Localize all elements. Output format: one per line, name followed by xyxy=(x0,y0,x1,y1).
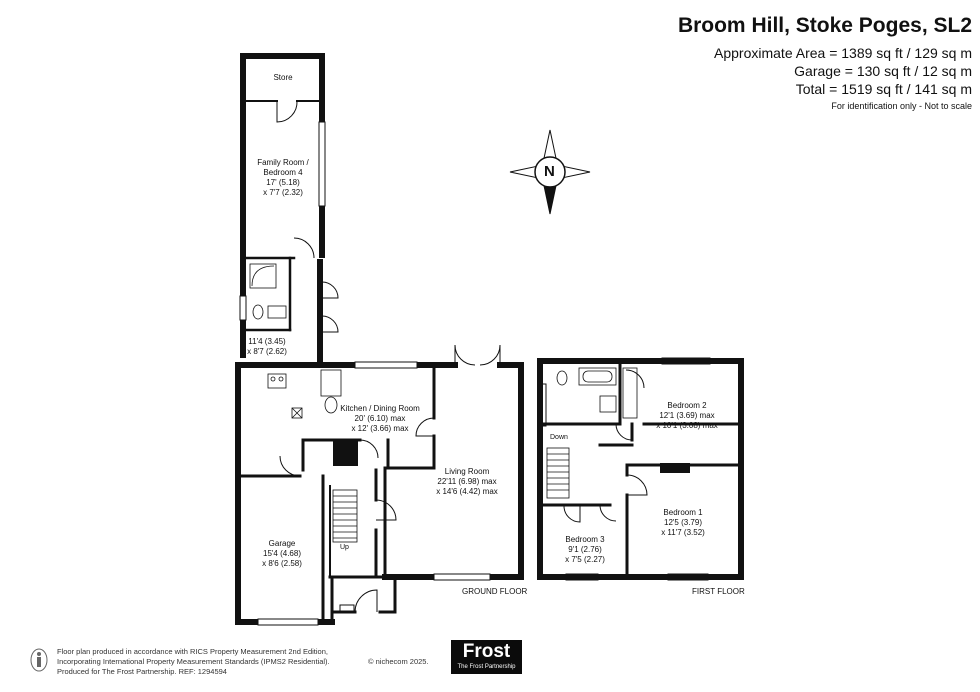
area-summary: Approximate Area = 1389 sq ft / 129 sq m… xyxy=(714,44,972,98)
doors xyxy=(276,100,501,613)
room-bedroom2: Bedroom 2 12'1 (3.69) max x 10'1 (3.08) … xyxy=(656,401,718,430)
page-title: Broom Hill, Stoke Poges, SL2 xyxy=(677,14,972,37)
windows xyxy=(239,121,711,626)
area-total: Total = 1519 sq ft / 141 sq m xyxy=(795,81,972,97)
area-garage: Garage = 130 sq ft / 12 sq m xyxy=(794,63,972,79)
compass-n-label: N xyxy=(544,163,555,180)
bathroom-fixtures xyxy=(249,263,287,320)
first-floor-label: FIRST FLOOR xyxy=(692,587,745,596)
stairs-down-label: Down xyxy=(550,434,568,441)
first-floor-walls xyxy=(537,358,744,580)
room-bedroom1: Bedroom 1 12'5 (3.79) x 11'7 (3.52) xyxy=(661,508,705,537)
first-bathroom-fixtures xyxy=(556,367,638,419)
frost-logo: Frost The Frost Partnership xyxy=(451,640,522,674)
person-scale-icon xyxy=(30,648,48,672)
room-garage: Garage 15'4 (4.68) x 8'6 (2.58) xyxy=(262,539,302,568)
footer-notes: Floor plan produced in accordance with R… xyxy=(57,647,330,676)
scale-note: For identification only - Not to scale xyxy=(831,101,972,111)
copyright: © nichecom 2025. xyxy=(368,657,429,666)
compass-icon xyxy=(509,129,591,215)
ground-stairs xyxy=(332,489,358,543)
area-approx: Approximate Area = 1389 sq ft / 129 sq m xyxy=(714,45,972,61)
room-kitchen: Kitchen / Dining Room 20' (6.10) max x 1… xyxy=(340,404,420,433)
stairs-up-label: Up xyxy=(340,544,349,551)
first-floor-doors xyxy=(563,369,648,523)
room-store: Store xyxy=(273,73,293,82)
chimney-block-upper xyxy=(660,463,690,473)
chimney-block xyxy=(333,440,358,466)
room-living: Living Room 22'11 (6.98) max x 14'6 (4.4… xyxy=(436,467,498,496)
room-utility: 11'4 (3.45) x 8'7 (2.62) xyxy=(247,337,287,356)
first-floor-stairs xyxy=(546,447,570,499)
room-family: Family Room / Bedroom 4 17' (5.18) x 7'7… xyxy=(257,158,309,197)
kitchen-fixtures xyxy=(267,369,342,419)
room-bedroom3: Bedroom 3 9'1 (2.76) x 7'5 (2.27) xyxy=(565,535,605,564)
ground-floor-label: GROUND FLOOR xyxy=(462,587,528,596)
